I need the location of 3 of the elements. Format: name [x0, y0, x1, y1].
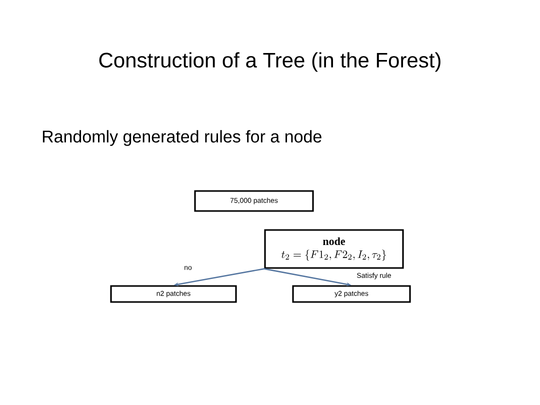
title: Construction of a Tree (in the Forest) [99, 52, 440, 72]
subtitle: Randomly generated rules for a node [42, 130, 322, 146]
process-box: node $t_2 = \{F1_2, F2_2, I_2, \tau_2\}$ [264, 229, 404, 269]
